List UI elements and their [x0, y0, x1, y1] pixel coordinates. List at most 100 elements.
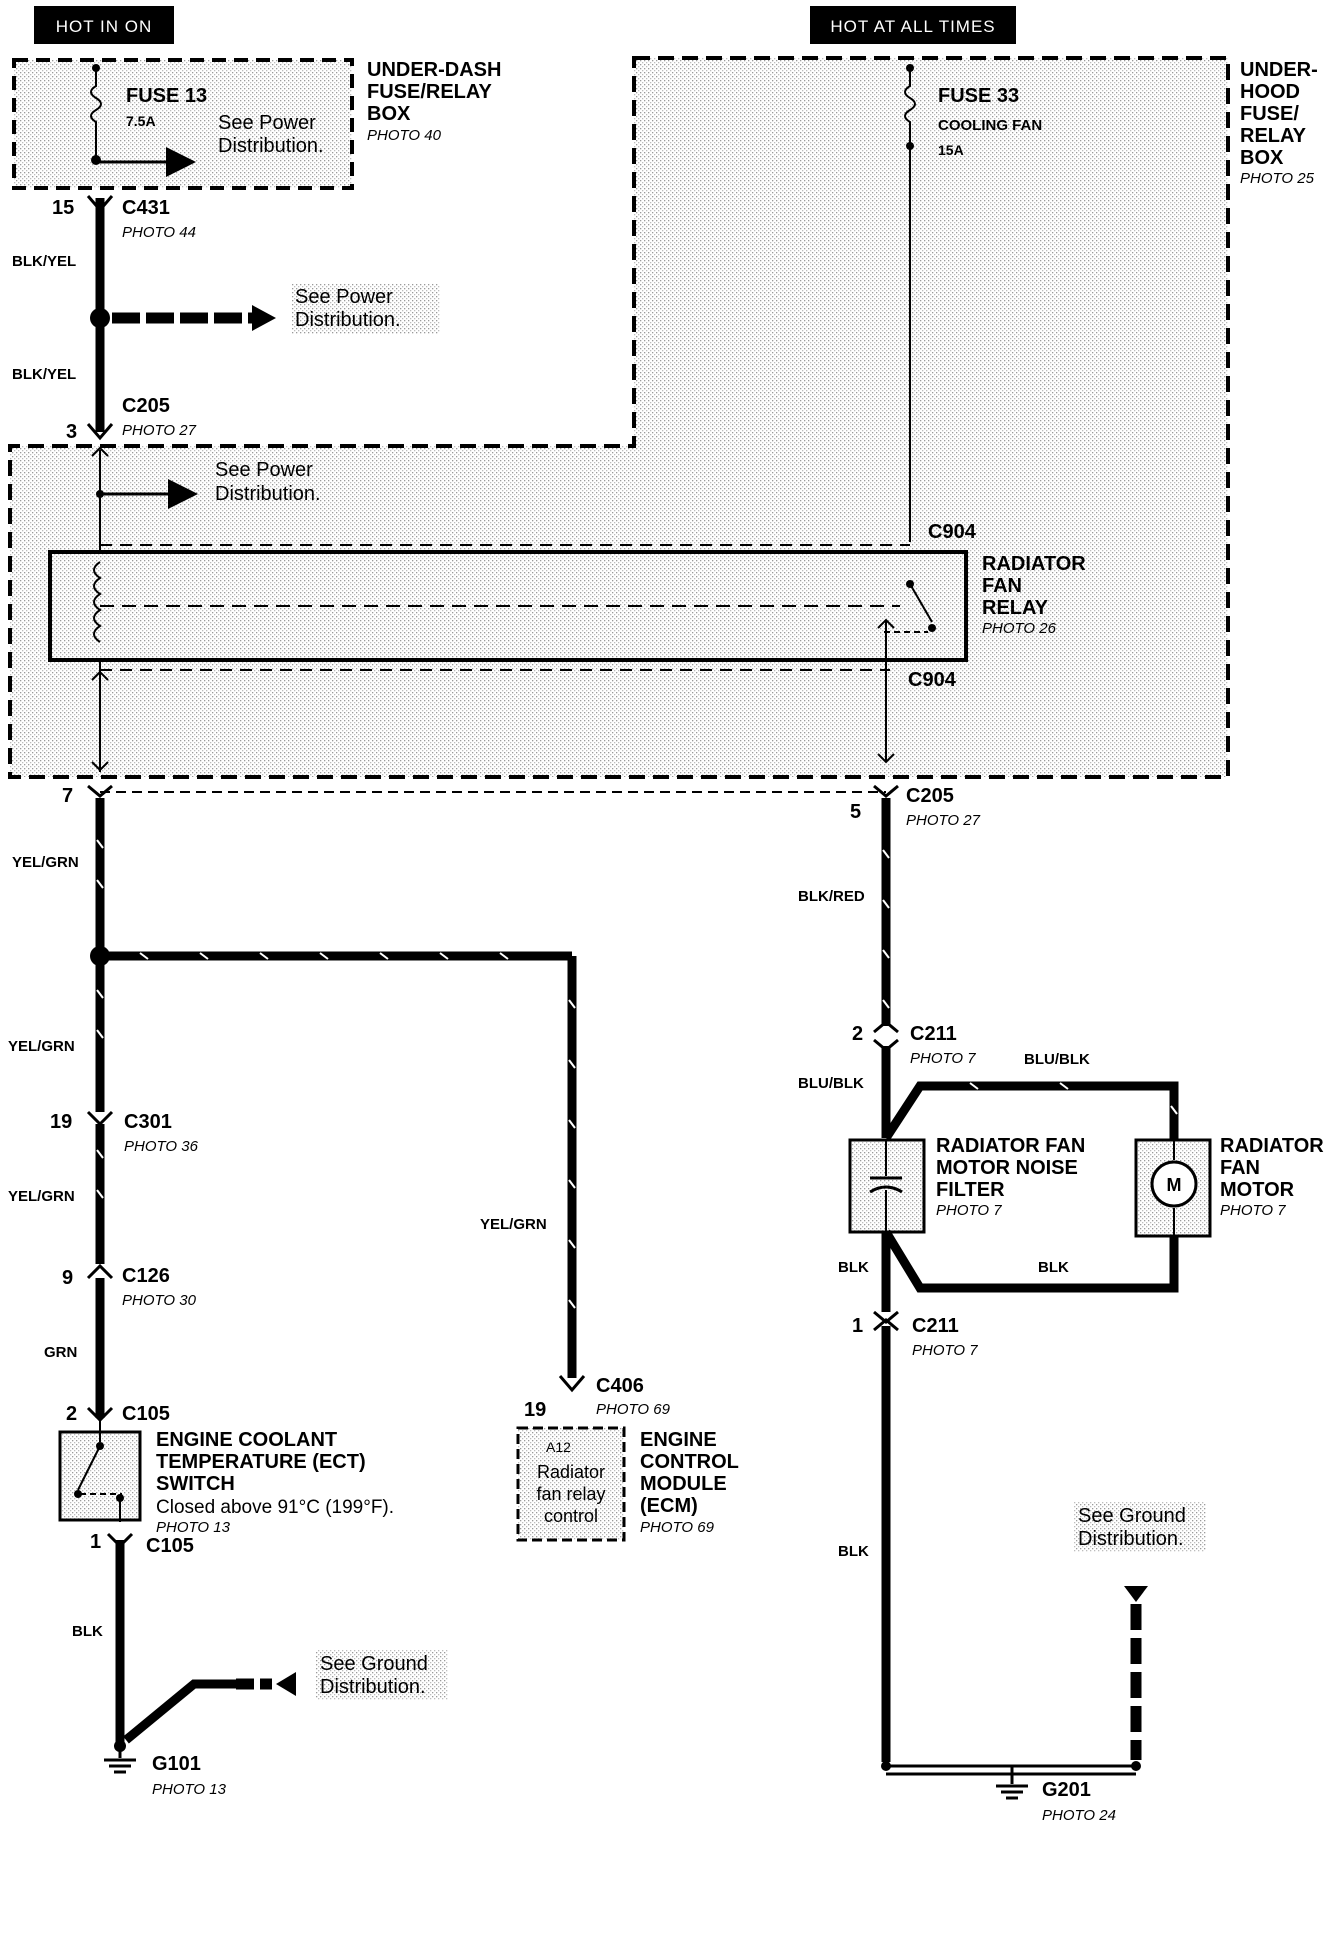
svg-text:PHOTO 69: PHOTO 69 — [640, 1519, 715, 1536]
radiator-fan-relay — [48, 550, 968, 764]
svg-text:FAN: FAN — [1220, 1157, 1260, 1179]
ect-switch-note: Closed above 91°C (199°F). — [156, 1497, 394, 1518]
fan-motor-name: RADIATOR — [1220, 1135, 1324, 1157]
svg-text:See Power: See Power — [295, 286, 393, 308]
svg-text:fan relay: fan relay — [536, 1484, 605, 1504]
svg-text:FAN: FAN — [982, 575, 1022, 597]
svg-text:PHOTO 40: PHOTO 40 — [367, 127, 442, 144]
svg-text:BLK/YEL: BLK/YEL — [12, 253, 76, 270]
svg-text:PHOTO 25: PHOTO 25 — [1240, 170, 1315, 187]
svg-text:PHOTO 27: PHOTO 27 — [122, 422, 197, 439]
svg-text:19: 19 — [50, 1111, 72, 1133]
radiator-fan-relay-name: RADIATOR — [982, 553, 1086, 575]
svg-text:PHOTO 30: PHOTO 30 — [122, 1292, 197, 1309]
svg-text:MOTOR NOISE: MOTOR NOISE — [936, 1157, 1078, 1179]
svg-text:PHOTO 24: PHOTO 24 — [1042, 1807, 1116, 1824]
g201-label: G201 — [1042, 1779, 1091, 1801]
svg-text:HOOD: HOOD — [1240, 81, 1300, 103]
g101-label: G101 — [152, 1753, 201, 1775]
svg-text:Distribution.: Distribution. — [295, 309, 401, 331]
ecm-box: A12 Radiator fan relay control — [516, 1426, 626, 1542]
c205-right-label: C205 — [906, 785, 954, 807]
svg-text:PHOTO 69: PHOTO 69 — [596, 1401, 671, 1418]
svg-text:RELAY: RELAY — [1240, 125, 1307, 147]
c105-top-label: C105 — [122, 1403, 170, 1425]
svg-text:9: 9 — [62, 1267, 73, 1289]
c105-bottom-label: C105 — [146, 1535, 194, 1557]
svg-text:PHOTO 7: PHOTO 7 — [910, 1050, 976, 1067]
svg-text:FUSE/: FUSE/ — [1240, 103, 1299, 125]
svg-text:2: 2 — [66, 1403, 77, 1425]
ecm-name: ENGINE — [640, 1429, 717, 1451]
svg-text:CONTROL: CONTROL — [640, 1451, 739, 1473]
svg-text:MODULE: MODULE — [640, 1473, 727, 1495]
svg-text:PHOTO 26: PHOTO 26 — [982, 620, 1057, 637]
svg-text:15: 15 — [52, 197, 74, 219]
splice-point — [90, 308, 110, 328]
svg-text:1: 1 — [852, 1315, 863, 1337]
wire-blk-return — [881, 1229, 1179, 1312]
svg-text:PHOTO 36: PHOTO 36 — [124, 1138, 199, 1155]
ect-switch-name: ENGINE COOLANT — [156, 1429, 337, 1451]
ground-g201-icon — [996, 1766, 1028, 1800]
fan-motor: M — [1134, 1138, 1212, 1238]
svg-text:BLK: BLK — [72, 1623, 103, 1640]
svg-text:PHOTO 13: PHOTO 13 — [152, 1781, 227, 1798]
c431-label: C431 — [122, 197, 170, 219]
wire-yel-grn — [95, 798, 577, 1418]
svg-text:M: M — [1167, 1175, 1182, 1195]
underhood-box-name: UNDER- — [1240, 59, 1318, 81]
hot-in-on-label: HOT IN ON — [34, 6, 174, 44]
svg-text:MOTOR: MOTOR — [1220, 1179, 1295, 1201]
svg-text:PHOTO 7: PHOTO 7 — [936, 1202, 1002, 1219]
fuse-13-rating: 7.5A — [126, 113, 156, 129]
svg-text:FUSE 33: FUSE 33 — [938, 85, 1019, 107]
c406-label: C406 — [596, 1375, 644, 1397]
svg-text:3: 3 — [66, 421, 77, 443]
c126-label: C126 — [122, 1265, 170, 1287]
svg-text:RELAY: RELAY — [982, 597, 1049, 619]
underdash-fuse-box: FUSE 13 7.5A See Power Distribution. — [12, 58, 354, 190]
svg-text:(ECM): (ECM) — [640, 1495, 698, 1517]
svg-text:COOLING FAN: COOLING FAN — [938, 117, 1042, 134]
hot-at-all-times-label: HOT AT ALL TIMES — [810, 6, 1016, 44]
svg-text:BLU/BLK: BLU/BLK — [798, 1075, 864, 1092]
wire-blu-blk — [881, 1046, 1179, 1141]
c904-top-label: C904 — [928, 521, 977, 543]
svg-text:BLU/BLK: BLU/BLK — [1024, 1051, 1090, 1068]
noise-filter-name: RADIATOR FAN — [936, 1135, 1085, 1157]
svg-text:BLK: BLK — [838, 1543, 869, 1560]
svg-text:See Power: See Power — [215, 459, 313, 481]
svg-text:PHOTO 7: PHOTO 7 — [912, 1342, 978, 1359]
svg-text:FILTER: FILTER — [936, 1179, 1005, 1201]
fuse-33: FUSE 33 COOLING FAN 15A — [904, 64, 1042, 542]
svg-text:19: 19 — [524, 1399, 546, 1421]
motor-icon — [1150, 1160, 1198, 1208]
svg-text:YEL/GRN: YEL/GRN — [12, 854, 79, 871]
svg-text:PHOTO 27: PHOTO 27 — [906, 812, 981, 829]
svg-text:BOX: BOX — [1240, 147, 1284, 169]
svg-text:Distribution.: Distribution. — [1078, 1528, 1184, 1550]
svg-text:TEMPERATURE (ECT): TEMPERATURE (ECT) — [156, 1451, 366, 1473]
svg-text:A12: A12 — [546, 1439, 571, 1455]
svg-text:Distribution.: Distribution. — [215, 483, 321, 505]
svg-text:PHOTO 7: PHOTO 7 — [1220, 1202, 1286, 1219]
svg-text:control: control — [544, 1506, 598, 1526]
svg-text:PHOTO 44: PHOTO 44 — [122, 224, 196, 241]
svg-text:BLK/YEL: BLK/YEL — [12, 366, 76, 383]
c301-label: C301 — [124, 1111, 172, 1133]
svg-text:7: 7 — [62, 785, 73, 807]
svg-text:SWITCH: SWITCH — [156, 1473, 235, 1495]
splice-point — [90, 946, 110, 966]
svg-text:BLK: BLK — [1038, 1259, 1069, 1276]
svg-text:GRN: GRN — [44, 1344, 77, 1361]
svg-text:1: 1 — [90, 1531, 101, 1553]
ground-g101-icon — [104, 1740, 136, 1774]
svg-text:YEL/GRN: YEL/GRN — [8, 1038, 75, 1055]
wire-blk-red — [881, 798, 891, 1026]
svg-text:See Ground: See Ground — [1078, 1505, 1186, 1527]
svg-text:See Power: See Power — [218, 112, 316, 134]
noise-filter — [848, 1138, 926, 1234]
svg-text:BOX: BOX — [367, 103, 411, 125]
